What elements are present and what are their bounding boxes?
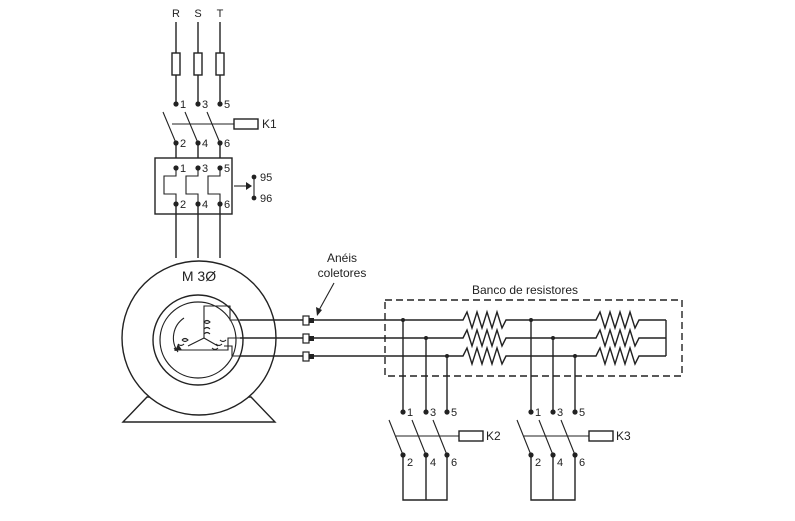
k1-top-1: 1: [180, 99, 186, 111]
slip-rings: [240, 315, 314, 362]
fuse-r: [171, 52, 181, 76]
k2-top-3: 3: [430, 407, 436, 419]
k2-top-1: 1: [407, 407, 413, 419]
relay-aux-contact: 95 96: [234, 172, 272, 205]
k3-bottom-6: 6: [579, 457, 585, 469]
k3-bottom-2: 2: [535, 457, 541, 469]
k3-taps: [529, 318, 577, 412]
relay-bottom-6: 6: [224, 199, 230, 211]
k2-taps: [401, 318, 449, 412]
k3-label: K3: [616, 429, 631, 443]
resistor-bank-lines: [314, 309, 667, 367]
motor: M 3Ø: [121, 260, 277, 423]
k2-top-5: 5: [451, 407, 457, 419]
k1-contactor: 1 3 5 K1 2 4 6: [162, 99, 277, 150]
phase-t-label: T: [217, 8, 224, 20]
k3-top-1: 1: [535, 407, 541, 419]
k2-bottom-2: 2: [407, 457, 413, 469]
k2-bottom-4: 4: [430, 457, 436, 469]
resistor-bank-title: Banco de resistores: [472, 283, 578, 297]
k2-coil: [458, 430, 484, 442]
phase-s-label: S: [194, 8, 201, 20]
k1-top-3: 3: [202, 99, 208, 111]
k1-bottom-2: 2: [180, 138, 186, 150]
k3-contactor: 1 3 5 K3 2 4 6: [516, 407, 631, 501]
motor-label: M 3Ø: [182, 268, 216, 284]
relay-bottom-4: 4: [202, 199, 208, 211]
k1-coil: [233, 118, 259, 130]
slip-rings-label-2: coletores: [318, 266, 367, 280]
fuses: [171, 52, 225, 76]
rotor-winding-icon: [173, 305, 240, 357]
relay-bottom-2: 2: [180, 199, 186, 211]
k3-coil: [588, 430, 614, 442]
fuse-s: [193, 52, 203, 76]
k3-top-3: 3: [557, 407, 563, 419]
k2-bottom-6: 6: [451, 457, 457, 469]
k1-bottom-6: 6: [224, 138, 230, 150]
relay-top-1: 1: [180, 163, 186, 175]
phase-r-label: R: [172, 8, 180, 20]
k2-contactor: 1 3 5 K2 2 4 6: [388, 407, 501, 501]
k1-top-5: 5: [224, 99, 230, 111]
k1-bottom-4: 4: [202, 138, 208, 150]
k2-label: K2: [486, 429, 501, 443]
overload-relay: 1 3 5 2 4 6: [154, 157, 233, 215]
k3-bottom-4: 4: [557, 457, 563, 469]
relay-top-5: 5: [224, 163, 230, 175]
aux-96: 96: [260, 193, 272, 205]
fuse-t: [215, 52, 225, 76]
aux-95: 95: [260, 172, 272, 184]
k3-top-5: 5: [579, 407, 585, 419]
k1-label: K1: [262, 117, 277, 131]
slip-rings-label-1: Anéis: [327, 251, 357, 265]
relay-top-3: 3: [202, 163, 208, 175]
